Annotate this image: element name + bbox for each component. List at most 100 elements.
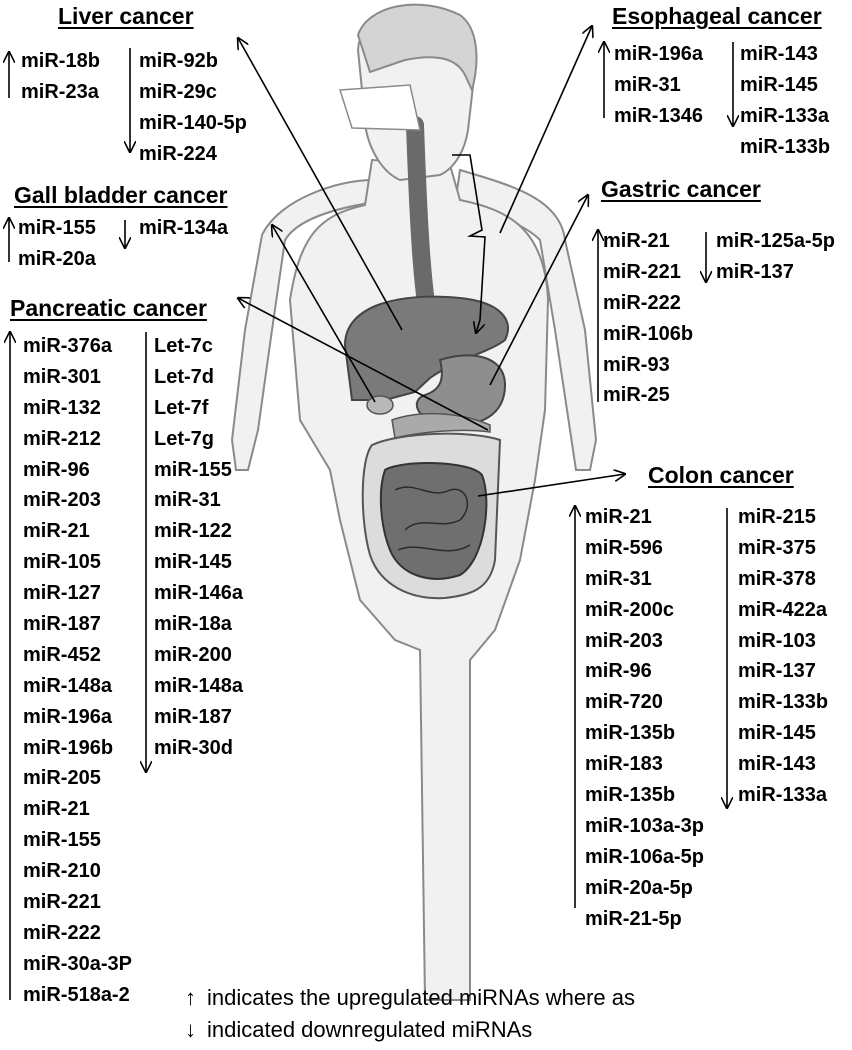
mirna-item: miR-221 — [603, 260, 681, 283]
mirna-item: miR-106b — [603, 322, 694, 345]
mirna-item: miR-422a — [738, 598, 827, 621]
mirna-item: miR-203 — [585, 629, 663, 652]
mirna-item: miR-155 — [154, 458, 232, 481]
esophagus-bracket — [452, 154, 486, 321]
mirna-item: miR-210 — [23, 860, 101, 883]
mirna-item: miR-31 — [154, 489, 221, 512]
mirna-item: miR-21 — [603, 230, 670, 252]
mirna-item: miR-452 — [23, 643, 101, 666]
regulation-arrows — [9, 42, 733, 1000]
mirna-item: miR-21 — [23, 798, 90, 821]
gallbladder-arrow — [272, 225, 376, 403]
mirna-item: miR-148a — [23, 674, 112, 697]
mirna-item: miR-155 — [18, 217, 96, 239]
mirna-item: miR-596 — [585, 536, 663, 559]
esophageal-cancer-title: Esophageal cancer — [612, 3, 822, 29]
mirna-item: miR-103a-3p — [585, 814, 704, 837]
mirna-item: miR-23a — [21, 80, 99, 103]
mirna-item: miR-203 — [23, 489, 101, 512]
mirna-item: miR-103 — [738, 629, 816, 652]
mirna-item: miR-96 — [23, 458, 90, 481]
pancreas — [391, 412, 491, 439]
colon-arrow — [477, 474, 625, 497]
mirna-item: miR-200 — [154, 643, 232, 666]
liver-cancer-title: Liver cancer — [58, 3, 194, 29]
pancreatic-upregulated-list: miR-376a miR-301 miR-132 miR-212 miR-96 miR-2… — [23, 331, 132, 1011]
mirna-item: miR-21-5p — [585, 907, 682, 930]
mirna-item: Let-7d — [154, 365, 214, 388]
mirna-item: miR-222 — [23, 921, 101, 944]
mirna-item: miR-145 — [154, 551, 232, 574]
mirna-item: miR-187 — [23, 613, 101, 636]
mirna-item: Let-7g — [154, 427, 214, 450]
mirna-item: miR-133a — [740, 104, 829, 127]
mirna-item: miR-137 — [716, 260, 794, 283]
mirna-item: Let-7f — [154, 396, 209, 419]
mirna-item: miR-127 — [23, 582, 101, 605]
mirna-item: miR-224 — [139, 142, 217, 165]
esophageal-arrow — [499, 26, 592, 234]
gall-bladder — [366, 395, 394, 415]
connector-arrows — [238, 26, 625, 497]
mirna-item: miR-378 — [738, 567, 816, 590]
legend-upregulated: ↑indicates the upregulated miRNAs where … — [185, 983, 635, 1013]
mirna-item: miR-21 — [585, 506, 652, 528]
mirna-item: miR-93 — [603, 353, 670, 376]
mirna-item: miR-196a — [614, 43, 703, 65]
mirna-item: miR-18b — [21, 50, 100, 72]
gastric-cancer-title: Gastric cancer — [601, 176, 761, 202]
small-intestine — [379, 462, 488, 580]
mirna-item: miR-221 — [23, 891, 101, 914]
mirna-item: miR-106a-5p — [585, 845, 704, 868]
mirna-item: miR-133b — [740, 135, 831, 158]
mirna-item: miR-122 — [154, 520, 232, 543]
legend-downregulated: ↓ indicated downregulated miRNAs — [185, 1015, 532, 1045]
liver-downregulated-list: miR-92b miR-29c miR-140-5p miR-224 — [139, 46, 247, 170]
mirna-item: miR-205 — [23, 767, 101, 790]
mirna-item: miR-132 — [23, 396, 101, 419]
legend-down-text: indicated downregulated miRNAs — [207, 1017, 533, 1042]
mirna-item: miR-92b — [139, 50, 218, 72]
mirna-item: miR-20a — [18, 247, 96, 270]
mirna-item: miR-105 — [23, 551, 101, 574]
mirna-item: miR-134a — [139, 217, 228, 239]
mirna-item: miR-145 — [740, 73, 818, 96]
mirna-item: miR-96 — [585, 660, 652, 683]
pancreatic-arrow — [238, 298, 489, 431]
mirna-item: miR-30a-3P — [23, 952, 132, 975]
mirna-item: miR-18a — [154, 613, 232, 636]
liver-upregulated-list: miR-18b miR-23a — [21, 46, 100, 108]
mirna-item: miR-137 — [738, 660, 816, 683]
mirna-item: miR-140-5p — [139, 111, 247, 134]
mirna-item: miR-25 — [603, 384, 670, 407]
mirna-item: miR-376a — [23, 335, 112, 357]
mirna-item: miR-135b — [585, 722, 676, 745]
mirna-item: miR-143 — [738, 753, 816, 776]
mirna-item: miR-183 — [585, 753, 663, 776]
mirna-item: miR-29c — [139, 80, 217, 103]
mirna-item: miR-148a — [154, 674, 243, 697]
mirna-item: Let-7c — [154, 335, 213, 357]
mirna-item: miR-31 — [614, 73, 681, 96]
mirna-item: miR-133b — [738, 691, 829, 714]
mirna-item: miR-30d — [154, 736, 233, 759]
mirna-item: miR-212 — [23, 427, 101, 450]
legend-up-text: indicates the upregulated miRNAs where a… — [207, 985, 636, 1010]
mirna-item: miR-518a-2 — [23, 983, 130, 1006]
down-arrow-icon: ↓ — [185, 1017, 196, 1042]
gallbladder-downregulated-list: miR-134a — [139, 213, 228, 244]
mirna-item: miR-31 — [585, 567, 652, 590]
mirna-item: miR-196b — [23, 736, 114, 759]
gastric-arrow — [489, 195, 588, 386]
gallbladder-cancer-title: Gall bladder cancer — [14, 182, 228, 208]
mirna-item: miR-375 — [738, 536, 816, 559]
mirna-item: miR-301 — [23, 365, 101, 388]
